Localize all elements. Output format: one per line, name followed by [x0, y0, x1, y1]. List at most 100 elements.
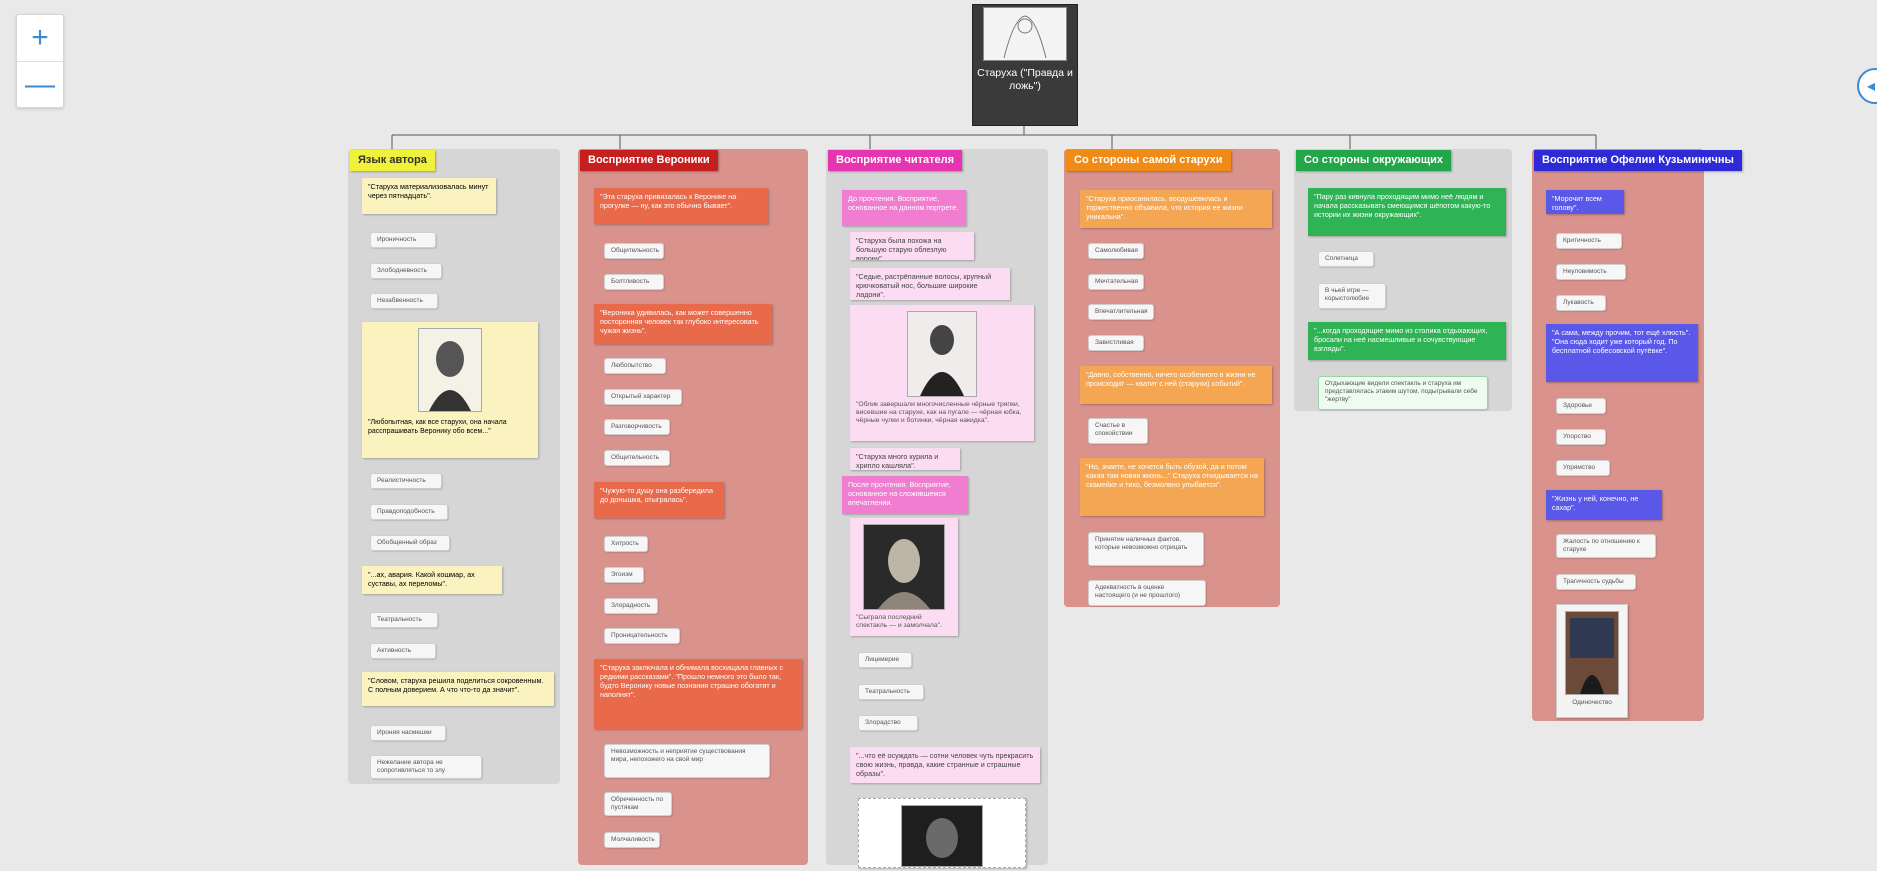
trait-tag[interactable]: Активность: [370, 643, 436, 659]
branch-card[interactable]: "Седые, растрёпанные волосы, крупный крю…: [850, 268, 1010, 300]
trait-tag[interactable]: Завистливая: [1088, 335, 1144, 351]
branch-card[interactable]: "А сама, между прочим, тот ещё хлюсть". …: [1546, 324, 1698, 382]
trait-tag[interactable]: Впечатлительная: [1088, 304, 1154, 320]
trait-tag[interactable]: Болтливость: [604, 274, 664, 290]
branch-card[interactable]: "Старуха материализовалась минут через п…: [362, 178, 496, 214]
branch-card[interactable]: "Морочит всем голову".: [1546, 190, 1624, 214]
branch-card[interactable]: "...что её осуждать — сотни человек чуть…: [850, 747, 1040, 783]
trait-tag[interactable]: Трагичность судьбы: [1556, 574, 1636, 590]
trait-tag[interactable]: Упорство: [1556, 429, 1606, 445]
branch-card[interactable]: "Давно, собственно, ничего особенного в …: [1080, 366, 1272, 404]
branch-card[interactable]: "Словом, старуха решила поделиться сокро…: [362, 672, 554, 706]
image-card[interactable]: "Любопытная, как все старухи, она начала…: [362, 322, 538, 458]
trait-tag[interactable]: Сплетница: [1318, 251, 1374, 267]
trait-tag[interactable]: Отдыхающие видели спектакль и старуха им…: [1318, 376, 1488, 410]
trait-tag[interactable]: Открытый характер: [604, 389, 682, 405]
trait-tag[interactable]: Критичность: [1556, 233, 1622, 249]
trait-tag[interactable]: Театральность: [858, 684, 924, 700]
card-text: "...что её осуждать — сотни человек чуть…: [856, 751, 1034, 778]
trait-tag[interactable]: Незабвенность: [370, 293, 438, 309]
trait-tag[interactable]: Злорадность: [604, 598, 658, 614]
branch-header[interactable]: Восприятие Офелии Кузьминичны: [1534, 150, 1742, 171]
trait-tag[interactable]: Счастье в спокойствии: [1088, 418, 1148, 444]
zoom-out-button[interactable]: —: [17, 61, 63, 108]
trait-tag[interactable]: Упрямство: [1556, 460, 1610, 476]
trait-tag[interactable]: Лукавость: [1556, 295, 1606, 311]
trait-tag[interactable]: Общительность: [604, 243, 664, 259]
branch-header[interactable]: Восприятие читателя: [828, 150, 963, 171]
old-woman-portrait: [907, 311, 977, 397]
trait-tag[interactable]: Хитрость: [604, 536, 648, 552]
branch-header[interactable]: Восприятие Вероники: [580, 150, 718, 171]
zoom-in-button[interactable]: +: [31, 21, 49, 54]
image-card[interactable]: Одиночество: [1556, 604, 1628, 718]
branch-card[interactable]: "Но, знаете, не хочется быть обузой, да …: [1080, 458, 1264, 516]
trait-tag[interactable]: Нежелание автора не сопротивляться то зл…: [370, 755, 482, 779]
trait-tag[interactable]: Театральность: [370, 612, 438, 628]
trait-tag[interactable]: Разговорчивость: [604, 419, 670, 435]
branch-card[interactable]: "Старуха заключала и обнимала восхищала …: [594, 659, 802, 729]
trait-tag[interactable]: Невозможность и неприятие существования …: [604, 744, 770, 778]
branch-card[interactable]: "...когда проходящие мимо из столика отд…: [1308, 322, 1506, 360]
card-text: "Жизнь у ней, конечно, не сахар".: [1552, 494, 1639, 512]
branch-header[interactable]: Со стороны окружающих: [1296, 150, 1451, 171]
trait-tag[interactable]: Реалистичность: [370, 473, 442, 489]
image-card[interactable]: "Облик завершали многочисленные чёрные т…: [850, 305, 1034, 441]
trait-tag[interactable]: Лицемерие: [858, 652, 912, 668]
card-text: "Старуха заключала и обнимала восхищала …: [600, 663, 783, 699]
branch-header[interactable]: Язык автора: [350, 150, 435, 171]
card-text: "Старуха много курила и хрипло кашляла".: [856, 452, 939, 470]
trait-tag[interactable]: Здоровье: [1556, 398, 1606, 414]
branch-card[interactable]: До прочтения. Восприятие, основанное на …: [842, 190, 966, 226]
trait-tag[interactable]: Проницательность: [604, 628, 680, 644]
trait-tag[interactable]: Адекватность в оценке настоящего (и не п…: [1088, 580, 1206, 606]
card-text: "Пару раз кивнула проходящим мимо неё лю…: [1314, 192, 1491, 219]
branch-card[interactable]: "Чужую-то душу она разбередила до донышк…: [594, 482, 724, 518]
image-card[interactable]: "Сыграла последний спектакль — и замолча…: [850, 518, 958, 636]
trait-tag[interactable]: Обобщенный образ: [370, 535, 450, 551]
branch-card[interactable]: "Старуха много курила и хрипло кашляла".: [850, 448, 960, 470]
branch-card[interactable]: "Старуха была похожа на большую старую о…: [850, 232, 974, 260]
branch-card[interactable]: "Жизнь у ней, конечно, не сахар".: [1546, 490, 1662, 520]
branch-header[interactable]: Со стороны самой старухи: [1066, 150, 1231, 171]
card-text: "Вероника удивилась, как может совершенн…: [600, 308, 759, 335]
trait-tag[interactable]: Общительность: [604, 450, 670, 466]
trait-tag[interactable]: Ироничность: [370, 232, 436, 248]
trait-tag[interactable]: Принятие наличных фактов, которые невозм…: [1088, 532, 1204, 566]
trait-tag[interactable]: Любопытство: [604, 358, 666, 374]
root-label: Старуха ("Правда и ложь"): [977, 67, 1073, 92]
card-text: "Облик завершали многочисленные чёрные т…: [856, 401, 1022, 424]
card-text: "Эта старуха привязалась к Веронике на п…: [600, 192, 737, 210]
card-text: "Словом, старуха решила поделиться сокро…: [368, 676, 544, 694]
trait-tag[interactable]: Мечтательная: [1088, 274, 1144, 290]
lonely-figure-painting: [1565, 611, 1619, 695]
branch-card[interactable]: "Эта старуха привязалась к Веронике на п…: [594, 188, 768, 224]
card-text: "Сыграла последний спектакль — и замолча…: [856, 614, 942, 629]
trait-tag[interactable]: Неуловимость: [1556, 264, 1626, 280]
branch-card[interactable]: "Пару раз кивнула проходящим мимо неё лю…: [1308, 188, 1506, 236]
old-woman-portrait: [863, 524, 945, 610]
card-text: "Но, знаете, не хочется быть обузой, да …: [1086, 462, 1258, 489]
trait-tag[interactable]: Обреченность по пустякам: [604, 792, 672, 816]
trait-tag[interactable]: Жалость по отношению к старухе: [1556, 534, 1656, 558]
trait-tag[interactable]: Злорадство: [858, 715, 918, 731]
branch-card[interactable]: "Вероника удивилась, как может совершенн…: [594, 304, 772, 344]
card-text: "Давно, собственно, ничего особенного в …: [1086, 370, 1256, 388]
root-node[interactable]: Старуха ("Правда и ложь"): [972, 4, 1078, 126]
card-text: "Любопытная, как все старухи, она начала…: [368, 419, 507, 435]
trait-tag[interactable]: Молчаливость: [604, 832, 660, 848]
trait-tag[interactable]: Самолюбивая: [1088, 243, 1144, 259]
branch-card[interactable]: "Старуха приосанилась, воодушевилась и т…: [1080, 190, 1272, 228]
card-text: "Чужую-то душу она разбередила до донышк…: [600, 486, 713, 504]
trait-tag[interactable]: Правдоподобность: [370, 504, 448, 520]
trait-tag[interactable]: В чьей игре — корыстолюбие: [1318, 283, 1386, 309]
image-card[interactable]: [858, 798, 1026, 868]
branch-card[interactable]: "...ах, авария. Какой кошмар, ах суставы…: [362, 566, 502, 594]
branch-card[interactable]: После прочтения. Восприятие, основанное …: [842, 476, 968, 514]
card-text: "А сама, между прочим, тот ещё хлюсть". …: [1552, 328, 1691, 355]
card-text: "Седые, растрёпанные волосы, крупный крю…: [856, 272, 992, 299]
trait-tag[interactable]: Ирония насмешки: [370, 725, 446, 741]
trait-tag[interactable]: Злободневность: [370, 263, 442, 279]
trait-tag[interactable]: Эгоизм: [604, 567, 644, 583]
